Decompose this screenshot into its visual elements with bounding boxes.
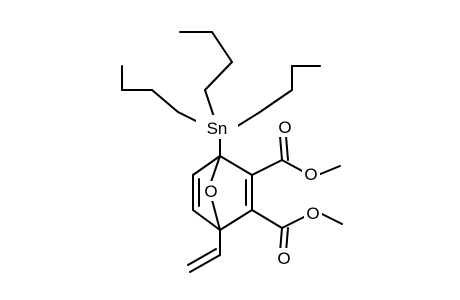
butyl-chain-upper xyxy=(179,31,233,121)
atom-label-carbonyl-oxygen-upper: O xyxy=(278,118,291,137)
atom-label-tin: Sn xyxy=(207,119,228,138)
atom-label-bridge-oxygen: O xyxy=(204,182,217,201)
atom-label-ether-oxygen-lower: O xyxy=(306,204,319,223)
vinyl-group xyxy=(187,229,221,273)
ester-group-upper xyxy=(251,135,341,176)
ester-group-lower xyxy=(251,209,343,253)
butyl-chain-right xyxy=(235,65,321,128)
bicyclic-core xyxy=(192,155,253,231)
butyl-chain-left xyxy=(121,65,209,128)
atom-label-carbonyl-oxygen-lower: O xyxy=(277,249,290,268)
atom-label-ether-oxygen-upper: O xyxy=(304,165,317,184)
